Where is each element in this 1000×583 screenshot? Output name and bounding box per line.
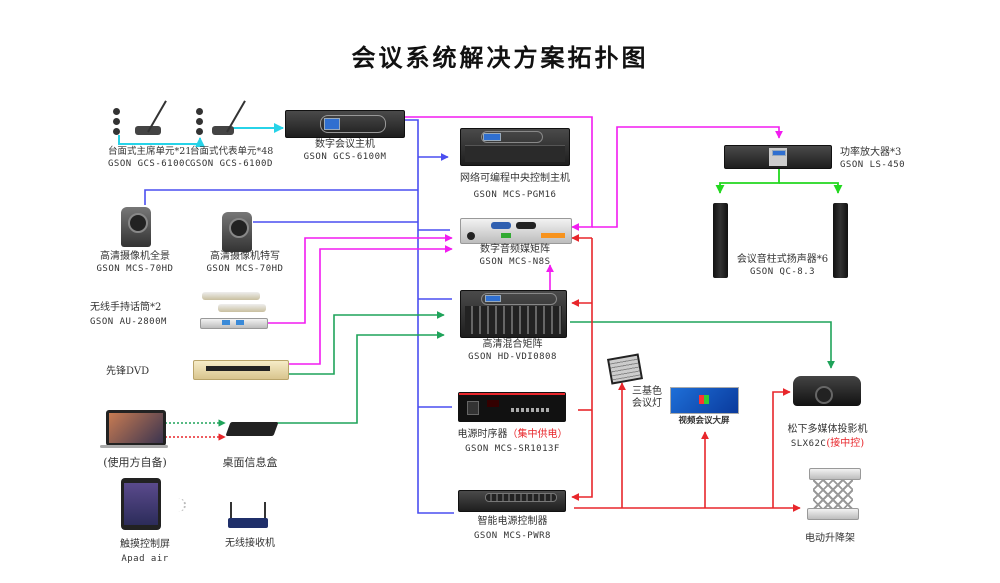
delegate-unit-label: 台面式代表单元*48 GSON GCS-6100D xyxy=(190,146,274,169)
control-bus-lines xyxy=(144,119,454,514)
conference-host-label: 数字会议主机 GSON GCS-6100M xyxy=(303,139,387,162)
conference-host[interactable] xyxy=(285,110,405,138)
laptop[interactable] xyxy=(106,410,166,446)
camera-wide[interactable] xyxy=(121,207,151,247)
tablet[interactable] xyxy=(121,478,161,530)
laptop-links xyxy=(165,419,226,441)
hd-matrix[interactable] xyxy=(460,290,567,338)
video-wall-label: 视频会议大屏 xyxy=(678,416,730,426)
conference-light[interactable] xyxy=(603,352,644,385)
table-box-icon xyxy=(225,422,279,436)
audio-matrix[interactable] xyxy=(460,218,572,244)
tablet-icon xyxy=(124,483,158,525)
gooseneck-mic-icon xyxy=(196,96,256,138)
column-speaker-label: 会议音柱式扬声器*6 GSON QC-8.3 xyxy=(736,254,829,277)
camera-close-label: 高清摄像机特写 GSON MCS-70HD xyxy=(206,251,284,274)
audio-matrix-label: 数字音频媒矩阵 GSON MCS-N8S xyxy=(479,244,551,267)
tablet-label: 触摸控制屏 Apad air xyxy=(120,539,170,564)
wireless-receiver-label: 无线接收机 xyxy=(225,538,275,549)
ptz-camera-icon xyxy=(128,213,148,233)
power-controller-label: 智能电源控制器 GSON MCS-PWR8 xyxy=(474,516,551,541)
projector-icon xyxy=(793,376,861,406)
dvd-player[interactable] xyxy=(193,360,289,380)
mic-link-lines xyxy=(118,123,284,147)
stage-light-icon xyxy=(606,353,644,385)
laptop-label: (使用方自备) xyxy=(103,456,167,469)
wifi-signal-icon xyxy=(170,498,186,512)
video-wall-icon xyxy=(699,395,709,404)
projector[interactable] xyxy=(793,372,861,408)
chairman-unit[interactable] xyxy=(113,96,173,138)
hd-matrix-label: 高清混合矩阵 GSON HD-VDI0808 xyxy=(468,339,557,362)
projector-lift[interactable] xyxy=(803,468,861,520)
table-box-label: 桌面信息盒 xyxy=(222,456,278,469)
column-speaker-left[interactable] xyxy=(713,203,728,278)
gooseneck-mic-icon xyxy=(113,96,173,138)
wireless-mic[interactable] xyxy=(200,290,268,330)
ptz-camera-icon xyxy=(229,218,249,238)
light-label: 三基色 会议灯 xyxy=(632,386,662,409)
power-sequencer[interactable] xyxy=(458,392,566,422)
amplifier-label: 功率放大器*3 GSON LS-450 xyxy=(840,147,906,170)
dvd-label: 先锋DVD xyxy=(106,366,150,377)
power-sequencer-label: 电源时序器（集中供电） GSON MCS-SR1013F xyxy=(457,429,568,454)
power-lines xyxy=(571,234,801,512)
speaker-lines xyxy=(715,168,843,194)
table-box[interactable] xyxy=(225,420,279,440)
power-controller[interactable] xyxy=(458,490,566,512)
delegate-unit[interactable] xyxy=(196,96,256,138)
chairman-unit-label: 台面式主席单元*21 GSON GCS-6100C xyxy=(108,146,192,169)
lift-label: 电动升降架 xyxy=(805,533,855,544)
camera-close[interactable] xyxy=(222,212,252,252)
camera-wide-label: 高清摄像机全景 GSON MCS-70HD xyxy=(96,251,174,274)
projector-label: 松下多媒体投影机 SLX62C(接中控) xyxy=(787,424,868,449)
video-wall[interactable] xyxy=(670,387,739,414)
central-control-host[interactable] xyxy=(460,128,570,166)
video-lines xyxy=(276,311,835,424)
central-control-label: 网络可编程中央控制主机 GSON MCS-PGM16 xyxy=(460,173,570,200)
column-speaker-right[interactable] xyxy=(833,203,848,278)
audio-lines xyxy=(264,116,783,365)
power-amplifier[interactable] xyxy=(724,145,832,169)
page-title: 会议系统解决方案拓扑图 xyxy=(351,44,649,72)
dvd-player-icon xyxy=(206,366,270,371)
wireless-mic-label: 无线手持话筒*2 GSON AU-2800M xyxy=(90,302,167,327)
wireless-receiver[interactable] xyxy=(228,502,268,530)
